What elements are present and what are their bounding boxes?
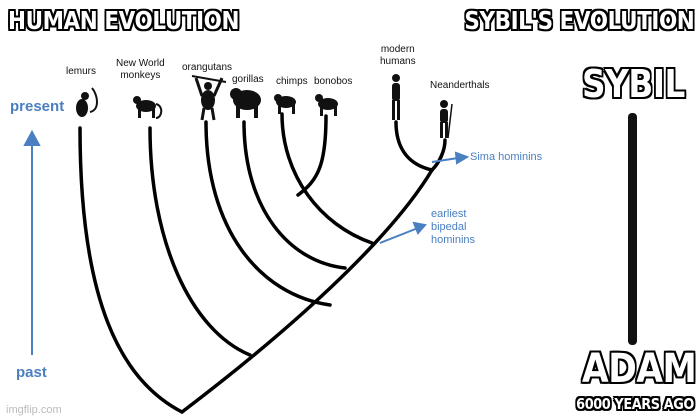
sima-arrow bbox=[431, 157, 459, 163]
caption-human-evolution: HUMAN EVOLUTION bbox=[8, 6, 240, 35]
sima-arrowhead bbox=[454, 151, 470, 165]
branch-orangutans bbox=[204, 120, 332, 307]
label-neanderthals: Neanderthals bbox=[430, 80, 490, 91]
label-gorillas: gorillas bbox=[232, 74, 264, 85]
caption-sybil: SYBIL bbox=[582, 62, 685, 106]
new-world-monkey-icon bbox=[133, 96, 163, 119]
label-orangutans: orangutans bbox=[182, 62, 233, 73]
label-earliest-bipedal: earliest bipedal hominins bbox=[431, 208, 476, 246]
label-sima-hominins: Sima hominins bbox=[470, 151, 543, 163]
silhouettes bbox=[76, 74, 453, 139]
caption-adam: ADAM bbox=[582, 346, 697, 392]
sybil-lineage-line bbox=[628, 113, 637, 345]
axis-past-label: past bbox=[16, 364, 47, 381]
imgflip-watermark: imgflip.com bbox=[6, 404, 62, 416]
modern-human-icon bbox=[392, 74, 400, 120]
branch-new-world-monkeys bbox=[148, 126, 252, 357]
orangutan-icon bbox=[191, 75, 227, 121]
label-new-world-monkeys: New World monkeys bbox=[116, 58, 165, 81]
axis-present-label: present bbox=[10, 98, 65, 115]
bipedal-arrowhead bbox=[412, 221, 427, 235]
branch-neanderthals bbox=[430, 138, 447, 172]
label-chimps: chimps bbox=[276, 76, 308, 87]
branch-chimps bbox=[280, 112, 374, 245]
label-bonobos: bonobos bbox=[314, 76, 353, 87]
label-lemurs: lemurs bbox=[66, 66, 97, 77]
bipedal-arrow bbox=[379, 227, 419, 244]
caption-6000-years-ago: 6000 YEARS AGO bbox=[576, 395, 694, 413]
neanderthal-icon bbox=[440, 100, 453, 139]
bonobo-icon bbox=[315, 94, 338, 116]
branch-bonobos bbox=[296, 114, 328, 197]
tree-branches bbox=[78, 112, 447, 414]
caption-sybils-evolution: SYBIL'S EVOLUTION bbox=[464, 6, 694, 35]
branch-modern-humans bbox=[394, 120, 434, 172]
lemur-icon bbox=[76, 87, 98, 117]
present-arrowhead bbox=[23, 129, 41, 146]
chimp-icon bbox=[274, 94, 296, 114]
gorilla-icon bbox=[230, 88, 261, 118]
trunk bbox=[180, 168, 434, 414]
label-modern-humans: modern humans bbox=[380, 44, 416, 67]
branch-lemurs bbox=[78, 126, 184, 414]
branch-gorillas bbox=[242, 120, 347, 270]
